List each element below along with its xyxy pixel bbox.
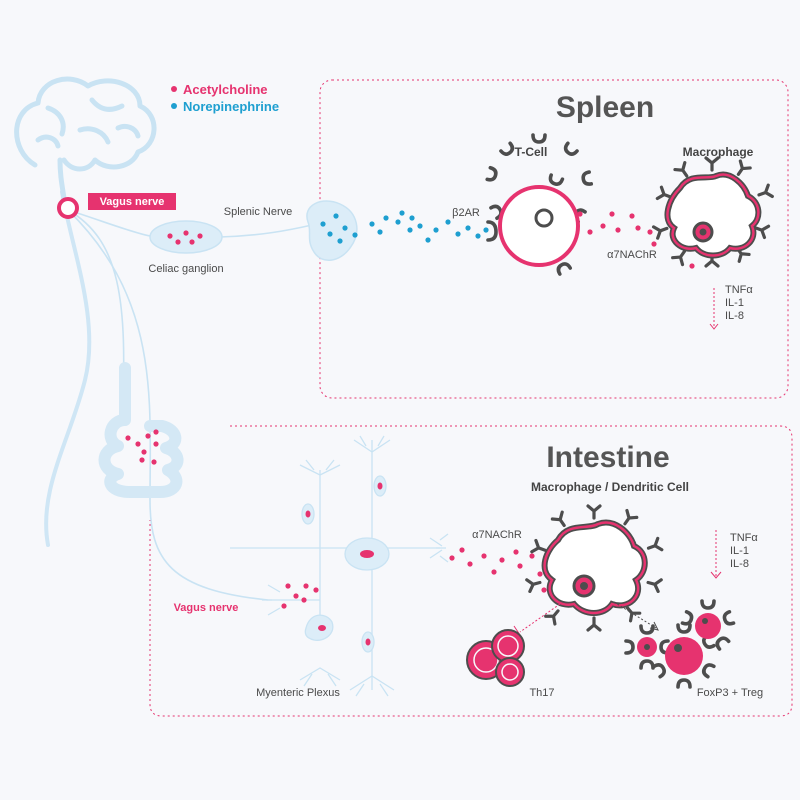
celiac-ganglion-body — [149, 220, 223, 254]
celiac-ganglion-label: Celiac ganglion — [148, 263, 223, 275]
intestine-cytokine-il1: IL-1 — [730, 545, 749, 557]
spleen-macrophage-label: Macrophage — [683, 145, 754, 159]
myenteric-plexus-label: Myenteric Plexus — [256, 687, 340, 699]
intestine-ach-dots — [125, 429, 159, 465]
legend-norepinephrine: Norepinephrine — [183, 99, 279, 114]
spleen-cytokine-il8: IL-8 — [725, 310, 744, 322]
intestine-title: Intestine — [546, 441, 669, 474]
brain-icon — [14, 76, 157, 201]
legend-acetylcholine: Acetylcholine — [183, 82, 268, 97]
intestine-macrophage — [525, 504, 664, 632]
b2ar-receptor — [486, 220, 498, 242]
intestine-cytokines: TNFα IL-1 IL-8 — [710, 530, 758, 579]
spleen-cytokine-il1: IL-1 — [725, 297, 744, 309]
spleen-organ-icon — [306, 200, 358, 261]
treg-label: FoxP3 + Treg — [697, 687, 763, 699]
plexus-ach-dots — [281, 583, 319, 609]
vagus-nerve-label-top: Vagus nerve — [100, 196, 165, 208]
th17-label: Th17 — [529, 687, 554, 699]
intestine-ach-signal-dots — [449, 547, 547, 593]
t-cell-label: T-Cell — [515, 145, 548, 159]
macrophage-dc-label: Macrophage / Dendritic Cell — [531, 480, 689, 494]
spleen-title: Spleen — [556, 91, 654, 124]
intestine-organ-icon — [98, 362, 184, 498]
spleen-cytokine-tnfa: TNFα — [725, 284, 753, 296]
acetylcholine-swatch — [171, 86, 177, 92]
b2ar-label: β2AR — [452, 207, 480, 219]
legend: Acetylcholine Norepinephrine — [171, 82, 279, 114]
vagus-nerve-label-bottom: Vagus nerve — [174, 602, 239, 614]
norepinephrine-swatch — [171, 103, 177, 109]
splenic-nerve-label: Splenic Nerve — [224, 206, 292, 218]
myenteric-plexus — [230, 435, 449, 697]
th17-cells — [466, 629, 525, 687]
t-cell — [485, 133, 594, 276]
celiac-ach-dots — [167, 230, 203, 245]
treg-cells — [624, 599, 736, 689]
spleen-a7nachr-label: α7NAChR — [607, 249, 657, 261]
intestine-cytokine-il8: IL-8 — [730, 558, 749, 570]
vagus-nerve-label-bg — [88, 193, 176, 210]
spleen-macrophage — [651, 156, 774, 268]
intestine-cytokine-tnfa: TNFα — [730, 532, 758, 544]
vagus-origin-node — [57, 197, 79, 219]
intestine-panel — [149, 425, 793, 717]
spleen-cytokines: TNFα IL-1 IL-8 — [709, 284, 753, 330]
intestine-a7nachr-label: α7NAChR — [472, 529, 522, 541]
vagus-trunk — [44, 190, 92, 547]
norepinephrine-dots — [320, 210, 489, 244]
spleen-ach-dots — [577, 211, 695, 269]
t-cell-nucleus — [534, 208, 554, 228]
